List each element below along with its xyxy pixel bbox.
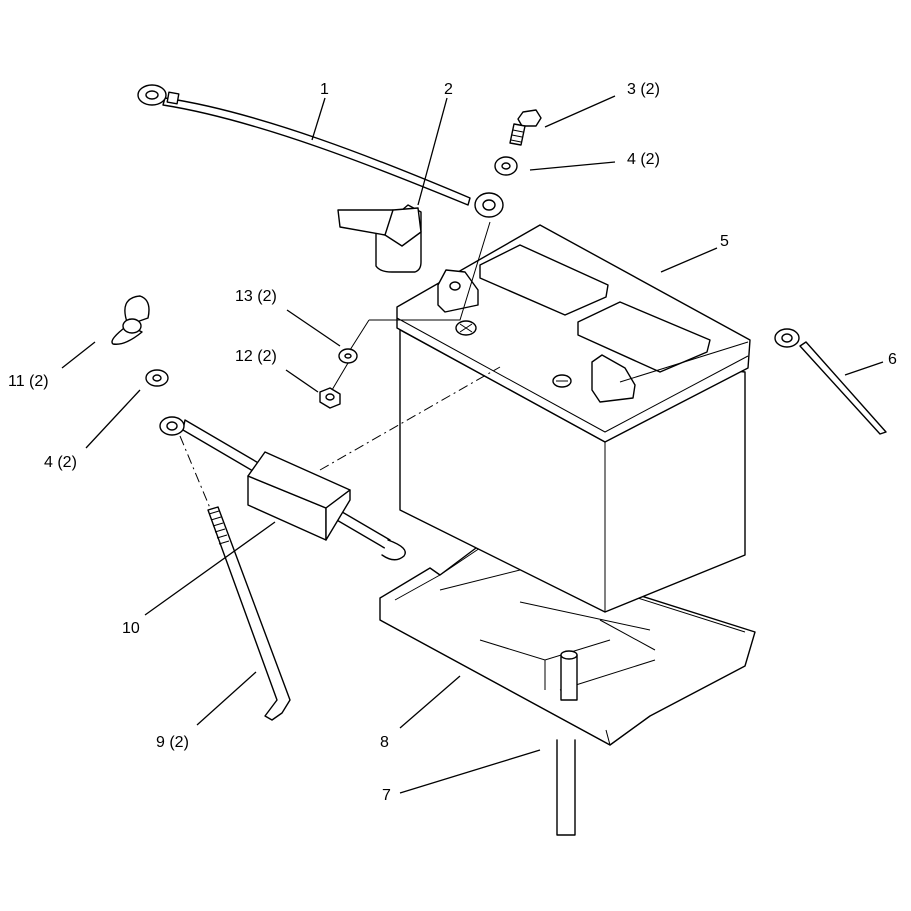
part-9-j-bolt (179, 435, 291, 721)
part-13-lock-washer (338, 348, 358, 364)
part-10-hold-down (159, 416, 406, 561)
part-1-battery-cable (137, 84, 504, 218)
part-7-tray-post (556, 650, 578, 836)
callout-labels: 1 2 3 (2) 4 (2) 5 6 13 (2) 12 (2) 11 (2)… (8, 81, 897, 804)
callout-4-upper: 4 (2) (627, 151, 660, 168)
callout-5: 5 (720, 233, 729, 250)
part-4-washer-lower (145, 369, 169, 387)
leader-12 (285, 369, 319, 393)
part-12-nut (319, 387, 341, 409)
leader-lines (61, 95, 884, 794)
leader-6 (844, 361, 884, 376)
callout-11: 11 (2) (8, 373, 49, 390)
part-11-wing-nut (111, 295, 150, 345)
part-2-terminal-cover (337, 204, 422, 273)
leader-5 (660, 247, 718, 273)
callout-6: 6 (888, 351, 897, 368)
callout-8: 8 (380, 734, 389, 751)
callout-10: 10 (122, 620, 140, 637)
part-3-bolt (509, 109, 542, 146)
callout-4-lower: 4 (2) (44, 454, 77, 471)
leader-7 (399, 749, 541, 794)
leader-4a (529, 161, 616, 171)
callout-13: 13 (2) (235, 288, 277, 305)
leader-1 (311, 97, 326, 141)
leader-2 (417, 97, 448, 206)
part-8-battery-tray (379, 544, 756, 746)
callout-2: 2 (444, 81, 453, 98)
fastener-assembly-axis (331, 319, 370, 391)
part-5-battery (319, 221, 751, 613)
part-6-negative-cable (774, 328, 887, 435)
leader-13 (286, 309, 341, 347)
callout-9: 9 (2) (156, 734, 189, 751)
part-4-washer-upper (494, 156, 518, 176)
callout-1: 1 (320, 81, 329, 98)
leader-3 (544, 95, 616, 128)
callout-12: 12 (2) (235, 348, 277, 365)
leader-11 (61, 341, 96, 369)
leader-4b (85, 389, 141, 449)
leader-9 (196, 671, 257, 726)
leader-10 (144, 521, 276, 616)
leader-8 (399, 675, 461, 729)
callout-7: 7 (382, 787, 391, 804)
callout-3: 3 (2) (627, 81, 660, 98)
